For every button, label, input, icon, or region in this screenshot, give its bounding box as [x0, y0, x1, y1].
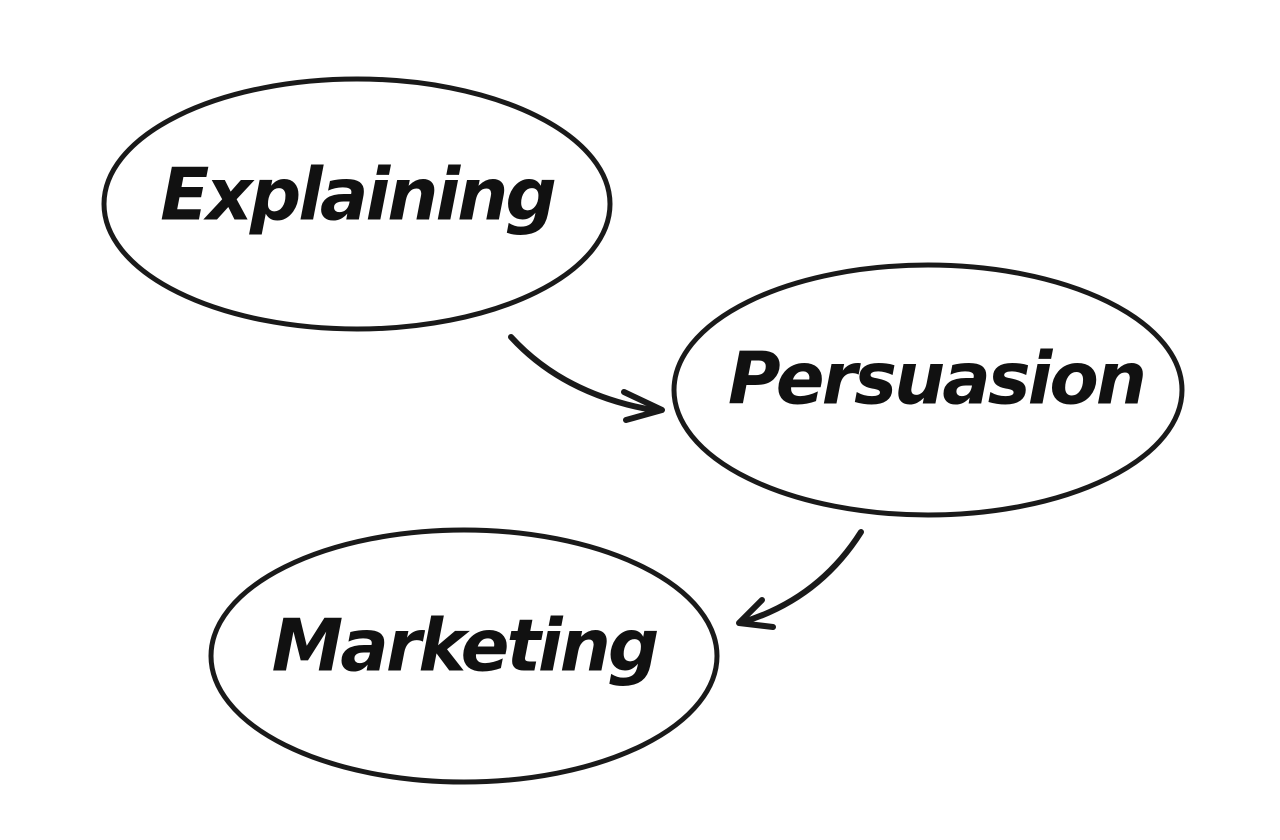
node-marketing-shape — [208, 527, 720, 785]
node-marketing-label: Marketing — [272, 604, 658, 688]
node-persuasion-shape — [671, 262, 1185, 518]
edge-explaining-to-persuasion-line — [508, 334, 661, 414]
edge-persuasion-to-marketing-line — [737, 529, 864, 626]
edge-explaining-to-persuasion-arrowhead — [621, 389, 665, 423]
node-explaining-label: Explaining — [160, 153, 555, 237]
edge-persuasion-to-marketing-arrowhead — [736, 597, 776, 630]
edge-persuasion-to-marketing — [736, 529, 864, 630]
node-explaining: Explaining — [101, 76, 613, 332]
edge-explaining-to-persuasion — [508, 334, 665, 423]
node-explaining-shape — [101, 76, 613, 332]
node-persuasion-label: Persuasion — [728, 337, 1144, 421]
node-persuasion: Persuasion — [671, 262, 1185, 518]
node-marketing: Marketing — [208, 527, 720, 785]
